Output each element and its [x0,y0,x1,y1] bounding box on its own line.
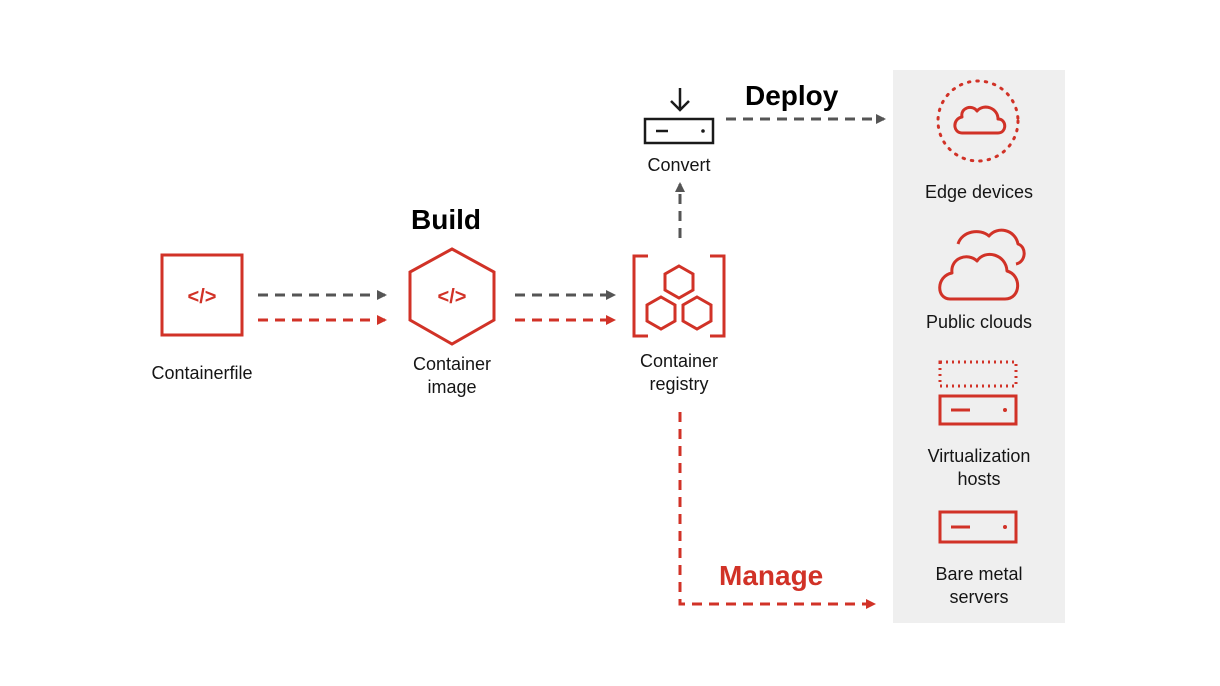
deploy-heading: Deploy [745,80,839,111]
containerfile-label: Containerfile [151,363,253,383]
download-server-icon [643,88,715,145]
target-label-line1: Public clouds [925,312,1033,332]
target-label-bare-metal-servers: Bare metal servers [899,563,1059,609]
target-label-line1: Bare metal [935,564,1023,584]
target-label-edge-devices: Edge devices [899,181,1059,204]
code-icon: </> [160,253,244,337]
container-image-label-line1: Container [412,354,492,374]
convert-label: Convert [647,155,711,175]
container-registry-label-line1: Container [639,351,719,371]
manage-heading: Manage [719,560,824,591]
container-registry-label-line2: registry [649,374,709,394]
edge-cloud-icon [936,79,1020,163]
hexagon-code-icon: </> [408,247,496,346]
target-label-line1: Edge devices [924,182,1034,202]
arrows-to-registry [515,290,616,325]
server-icon [938,510,1018,544]
target-label-public-clouds: Public clouds [899,311,1059,334]
clouds-icon [938,228,1026,301]
container-registry-label: Container registry [619,350,739,396]
target-label-virtualization-hosts: Virtualization hosts [899,445,1059,491]
svg-text:</>: </> [188,286,217,308]
arrows-to-image [258,290,387,325]
target-label-line2: servers [949,587,1009,607]
container-image-label: Container image [392,353,512,399]
target-label-line1: Virtualization [927,446,1031,466]
build-heading: Build [411,204,481,235]
target-label-line2: hosts [957,469,1001,489]
manage-arrow [678,412,876,609]
container-image-label-line2: image [427,377,477,397]
virtual-server-icon [938,360,1018,426]
hexagon-cluster-icon [632,254,726,338]
svg-text:</>: </> [438,286,467,308]
